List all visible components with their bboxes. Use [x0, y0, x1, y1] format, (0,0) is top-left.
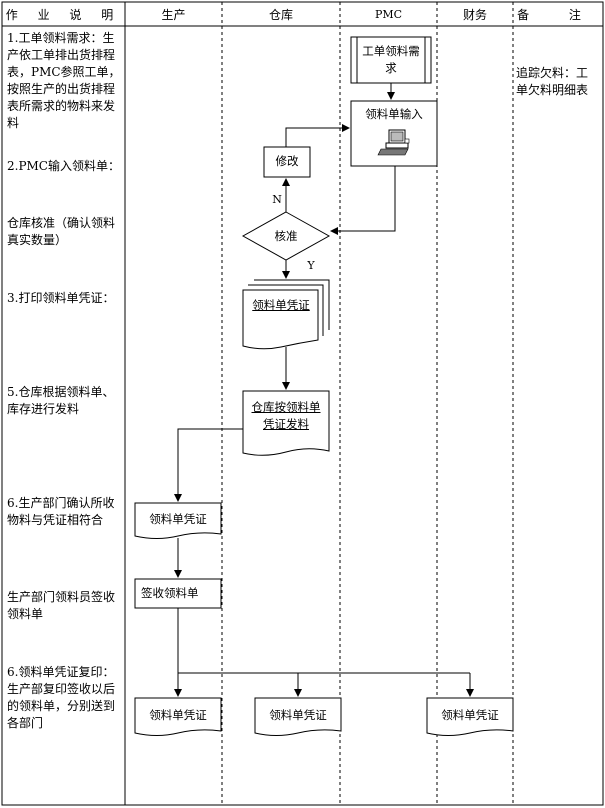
- step-description: 5.仓库根据领料单、库存进行发料: [7, 385, 115, 416]
- step-description: 仓库核准（确认领料真实数量）: [7, 216, 116, 247]
- copy-warehouse-document: [254, 697, 342, 736]
- computer-icon: [377, 129, 410, 156]
- work-order-demand-box: [350, 36, 432, 84]
- step-description: 生产部门领料员签收领料单: [7, 590, 116, 621]
- step-description: 3.打印领料单凭证：: [7, 291, 115, 305]
- header-remarks: 备 注: [517, 8, 599, 22]
- copy-finance-label: 领料单凭证: [441, 708, 499, 722]
- arrow-modify-to-input: [285, 124, 350, 147]
- step-description: 2.PMC输入领料单：: [7, 159, 120, 173]
- copy-production-document: [134, 697, 222, 736]
- yes-label: Y: [307, 259, 315, 272]
- modify-box: [263, 146, 311, 178]
- header-pmc: PMC: [374, 8, 403, 21]
- header-warehouse: 仓库: [268, 8, 293, 22]
- requisition-input-label: 领料单输入: [365, 107, 423, 121]
- requisition-input-box: [350, 100, 438, 167]
- copy-finance-document: [426, 697, 514, 736]
- copy-warehouse-label: 领料单凭证: [269, 708, 327, 722]
- header-finance: 财务: [462, 8, 487, 22]
- print-voucher-documents: [242, 279, 330, 350]
- step-description: 6.领料单凭证复印：生产部复印签收以后的领料单，分别送到各部门: [7, 665, 116, 730]
- copy-production-label: 领料单凭证: [149, 708, 207, 722]
- header-description: 作 业 说 明: [5, 8, 122, 22]
- print-voucher-label: 领料单凭证: [252, 298, 310, 312]
- approve-label: 核准: [274, 229, 298, 243]
- arrow-issue-to-production: [174, 428, 243, 502]
- arrow-input-to-approve: [330, 166, 396, 235]
- work-order-demand-label: 工单领料需求: [362, 44, 420, 75]
- no-label: N: [272, 193, 282, 206]
- sign-requisition-box: [134, 578, 222, 609]
- sign-requisition-label: 签收领料单: [141, 586, 199, 600]
- step-description: 6.生产部门确认所收物料与凭证相符合: [7, 496, 115, 527]
- warehouse-issue-document: [242, 390, 330, 456]
- step-description: 1.工单领料需求：生产依工单排出货排程表，PMC参照工单，按照生产的出货排程表所…: [7, 31, 121, 130]
- header-production: 生产: [161, 8, 186, 22]
- modify-label: 修改: [275, 154, 299, 168]
- warehouse-issue-label: 仓库按领料单凭证发料: [251, 400, 321, 431]
- production-voucher-label: 领料单凭证: [149, 512, 207, 526]
- production-voucher-document: [134, 502, 222, 539]
- remarks-text: 追踪欠料：工单欠料明细表: [516, 66, 589, 97]
